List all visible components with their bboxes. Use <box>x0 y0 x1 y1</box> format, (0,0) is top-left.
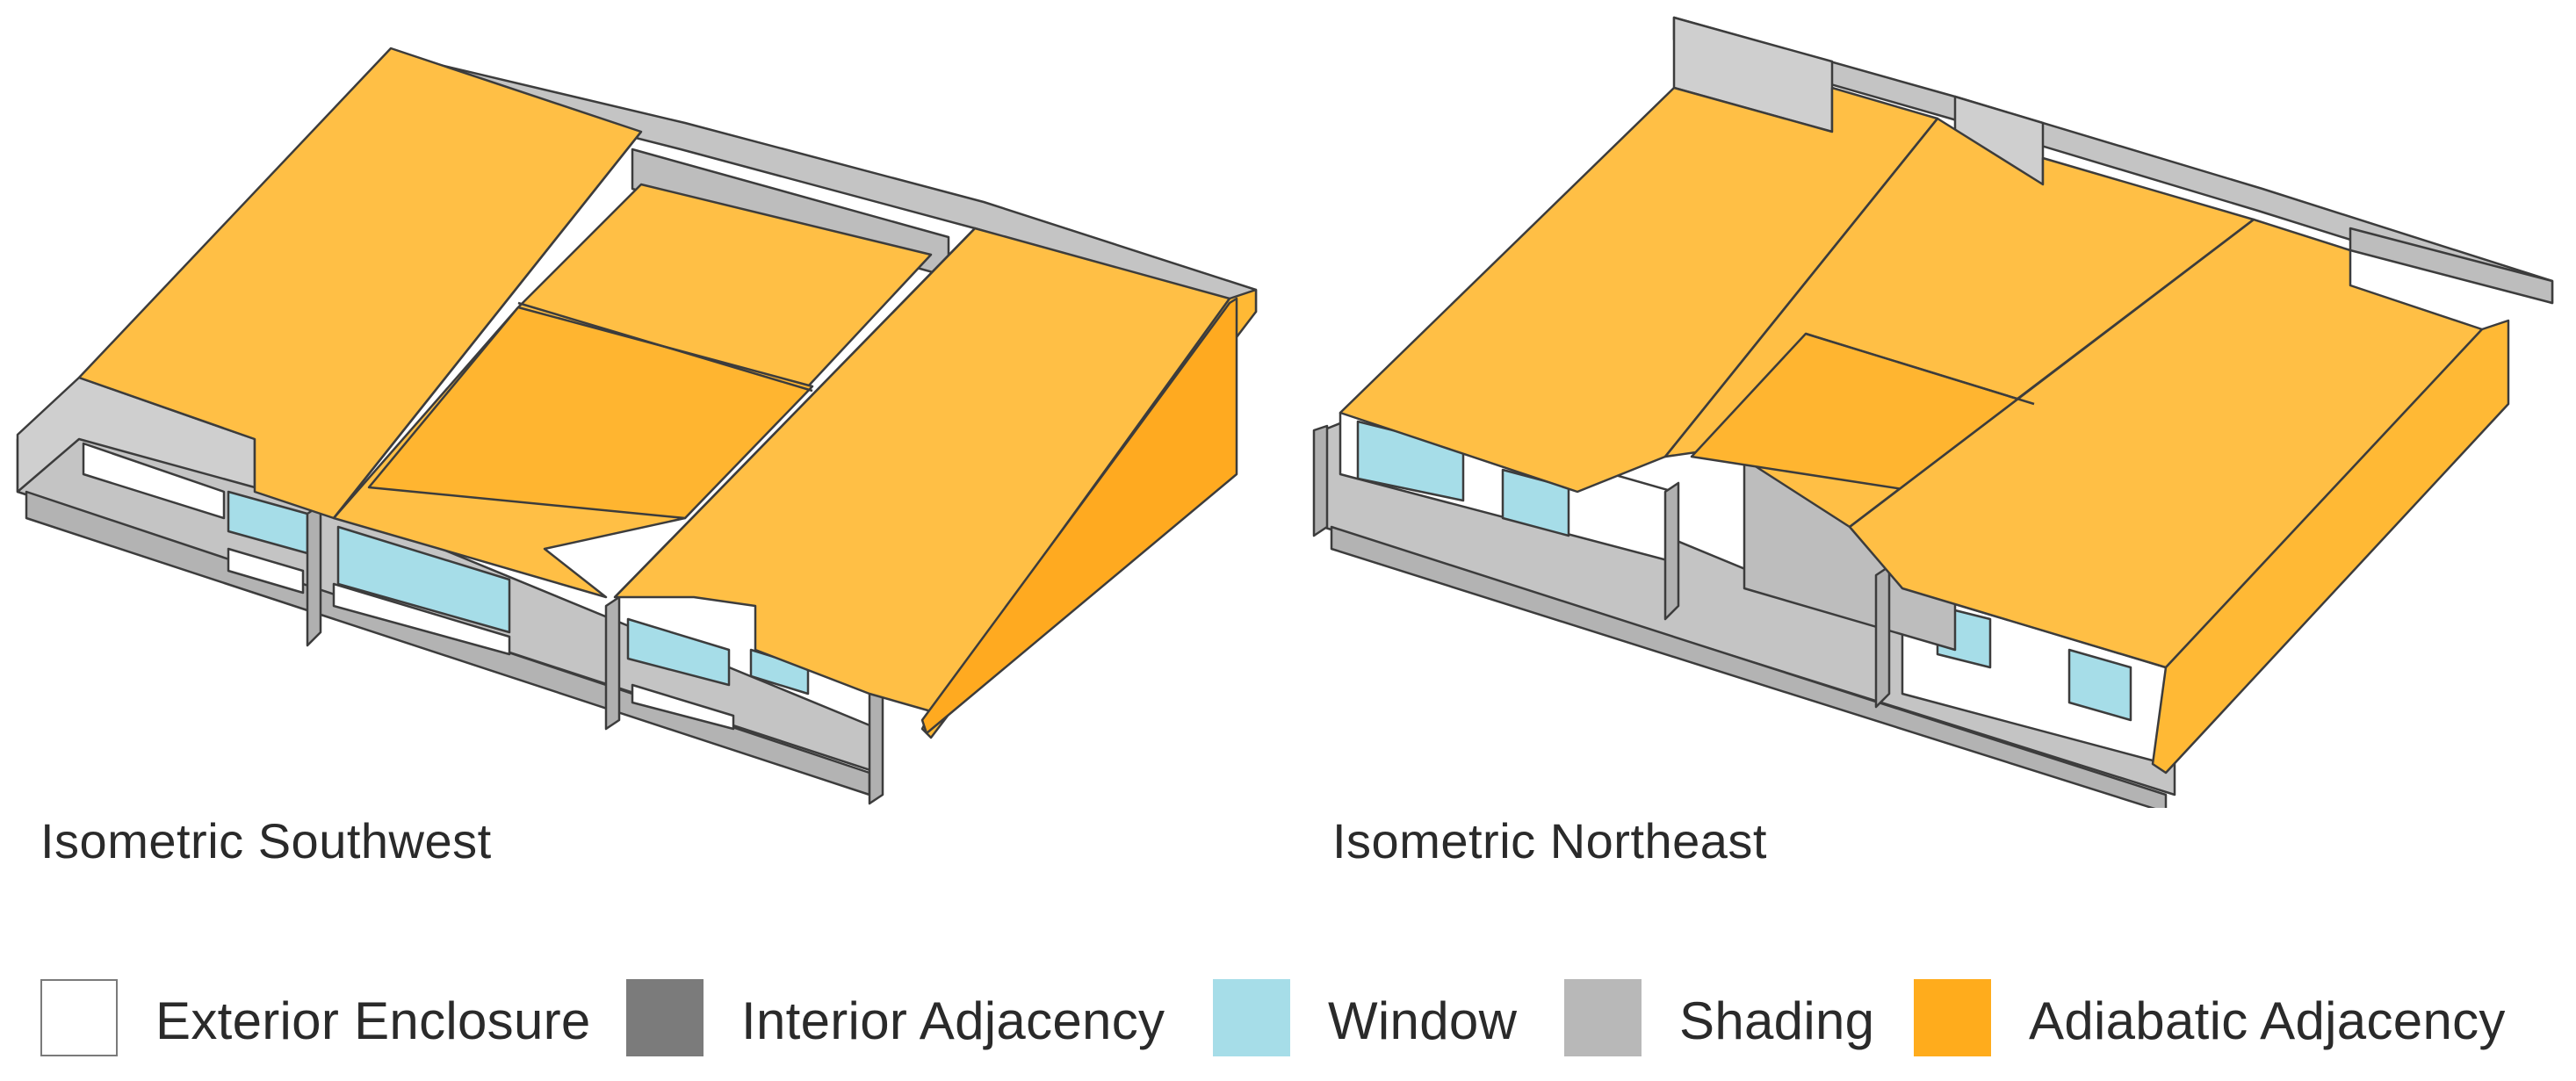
ne-window-4 <box>2067 648 2132 722</box>
isometric-northeast-drawing <box>1312 16 2554 808</box>
legend-label: Adiabatic Adjacency <box>2029 991 2506 1050</box>
sw-roof-middle-inner <box>367 306 814 520</box>
legend-label: Exterior Enclosure <box>155 991 591 1050</box>
adiabatic-adjacency-swatch <box>1914 979 1991 1056</box>
ne-west-end-fin <box>1312 424 1329 537</box>
sw-east-wall-face <box>920 297 1238 735</box>
legend-label: Window <box>1328 991 1518 1050</box>
view-title-southwest: Isometric Southwest <box>40 813 492 868</box>
sw-roof-east-unit <box>613 227 1231 713</box>
ne-east-adiabatic-wall <box>2151 319 2510 775</box>
ne-roof-east-unit <box>1848 218 2484 669</box>
sw-window-3 <box>626 617 731 687</box>
sw-exterior-opening-1 <box>82 442 226 520</box>
ne-front-plinth <box>1330 525 2168 808</box>
sw-exterior-opening-2 <box>227 547 305 595</box>
legend: Exterior Enclosure Interior Adjacency Wi… <box>0 975 2576 1071</box>
sw-window-2 <box>336 525 511 634</box>
sw-exterior-opening-4 <box>631 683 735 731</box>
sw-fin-2 <box>604 595 621 731</box>
sw-exterior-opening-3 <box>332 582 511 656</box>
shading-swatch <box>1564 979 1642 1056</box>
legend-label: Interior Adjacency <box>741 991 1165 1050</box>
ne-fin-1 <box>1663 481 1680 621</box>
window-swatch <box>1213 979 1290 1056</box>
interior-adjacency-swatch <box>626 979 704 1056</box>
sw-fin-1 <box>306 503 322 647</box>
ne-back-shading-block-3 <box>2349 227 2554 305</box>
ne-fin-2 <box>1874 565 1891 709</box>
legend-label: Shading <box>1679 991 1875 1050</box>
exterior-enclosure-swatch <box>40 979 118 1056</box>
isometric-southwest-drawing <box>16 47 1258 805</box>
view-title-northeast: Isometric Northeast <box>1332 813 1767 868</box>
